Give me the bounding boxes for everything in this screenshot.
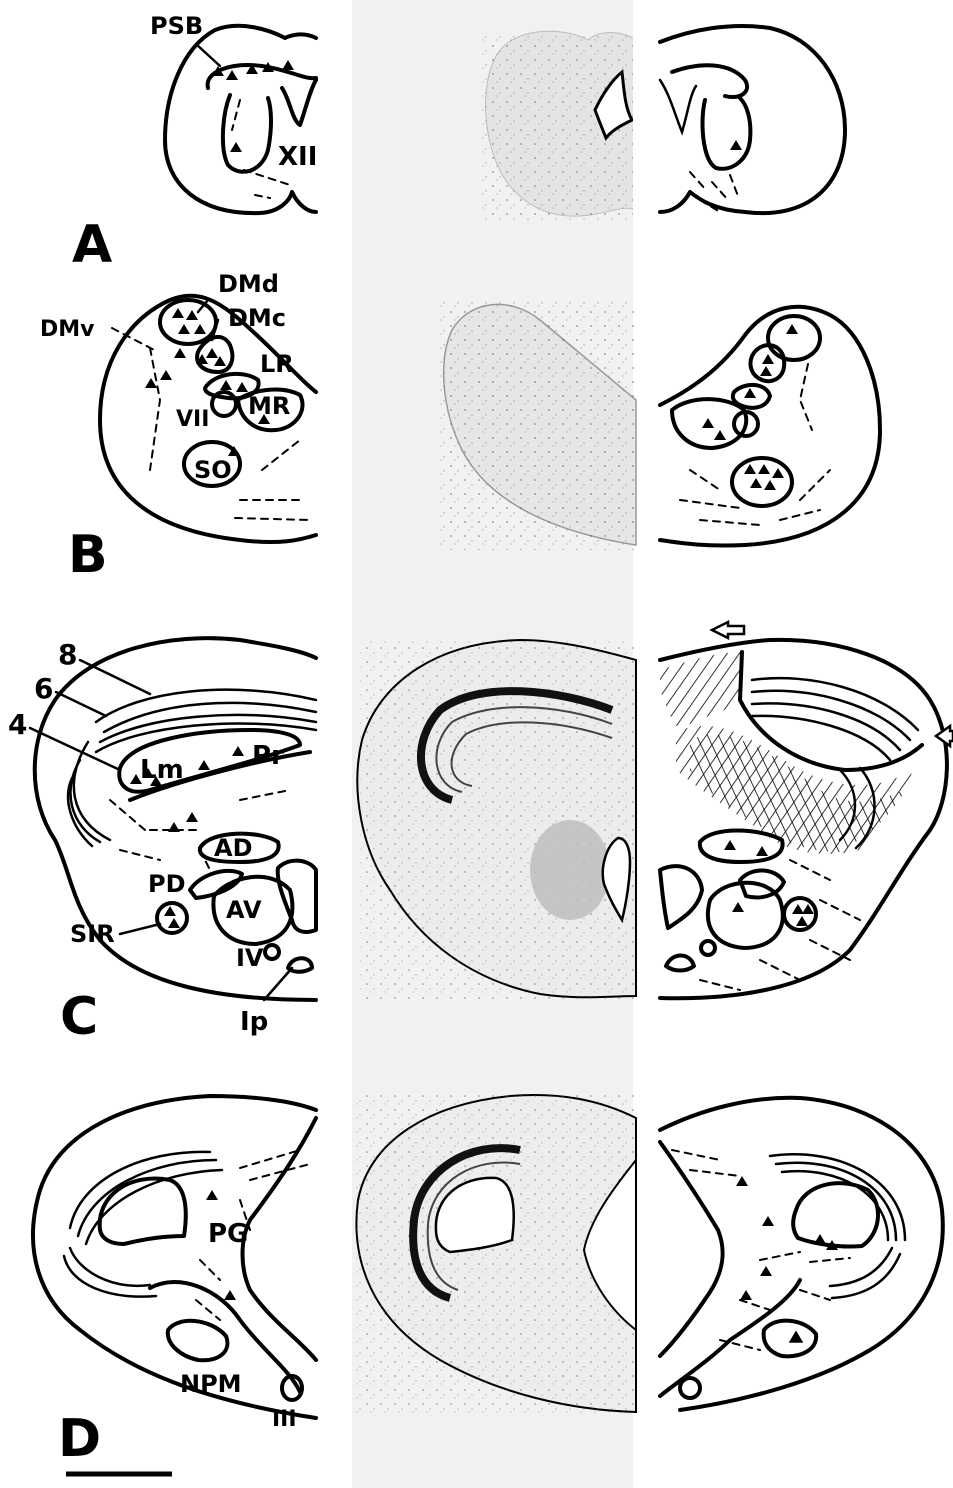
panel-d-right-layers [770,1154,905,1240]
label-dmd: DMd [218,270,279,298]
panel-d-right-iii [680,1378,700,1398]
panel-a-right-notch [660,80,696,132]
panel-c-ventricle-left [278,861,316,932]
panel-d-right-internal [660,1280,800,1396]
panel-c: 8 6 4 Lm Pr AD PD AV SIR IV Ip C [8,622,953,1047]
panel-a-right-triangle [730,140,742,150]
panel-c-6-pointer [56,692,106,716]
label-pg: PG [208,1219,248,1249]
panel-a-left-xii-notch [282,80,316,125]
panel-c-right-layers [752,678,918,760]
label-psb: PSB [150,12,203,40]
panel-d-right-triangles [736,1176,838,1342]
panel-c-photo-dark-region [530,820,610,920]
right-hollow-arrow-top [712,622,744,638]
label-pd: PD [148,870,186,898]
panel-b-dmd-nucleus [160,300,216,344]
label-8: 8 [58,638,77,671]
label-sir: SIR [70,920,115,948]
panel-d-left-central-edge [243,1118,317,1360]
panel-c-right-ip [666,956,694,971]
panel-c-4-pointer [30,728,120,770]
label-6: 6 [34,672,53,705]
label-4: 4 [8,708,27,741]
panel-a-psb-pointer [196,44,220,66]
label-lr: LR [260,350,294,378]
panel-c-sir-nucleus [157,903,187,933]
label-so: SO [194,456,232,484]
panel-c-right-ventricle [660,866,702,928]
panel-c-8-pointer [80,660,150,694]
label-ad: AD [214,834,253,862]
panel-b: DMd DMc DMv LR MR VII SO B [40,270,880,585]
panel-c-iv-circle [265,945,279,959]
panel-c-right-ad [700,831,783,863]
label-av: AV [226,896,262,924]
panel-b-right-dashes [680,364,830,525]
right-hollow-arrow-side [936,726,953,746]
label-dmv: DMv [40,317,95,342]
panel-d-left-cortex-arc [64,1248,156,1297]
label-iii: III [272,1407,297,1432]
panel-c-right-hatch-1 [660,652,740,730]
panel-d-left-layers [70,1152,222,1244]
panel-d-right-npm [764,1321,817,1357]
panel-letter-d: D [58,1409,101,1469]
label-iv: IV [236,944,264,972]
label-npm: NPM [180,1370,242,1398]
label-xii: XII [278,142,317,172]
label-ip: Ip [240,1007,268,1037]
panel-b-right-dmd [768,316,820,360]
panel-letter-b: B [68,525,108,585]
label-pr: Pr [252,741,284,771]
panel-letter-a: A [72,215,112,275]
panel-d-right-central-edge [660,1142,723,1356]
panel-c-left-bands [68,742,110,846]
panel-a-right-ventricle [672,65,750,168]
panel-c-ip-pointer [264,968,292,1000]
label-dmc: DMc [228,304,286,332]
panel-c-sir-pointer [120,924,160,934]
panel-a-right-outline [660,26,845,213]
panel-d-right-cortex-arc [830,1248,900,1298]
panel-d-npm-nucleus [168,1321,228,1360]
panel-c-right-iv [701,941,715,955]
panel-letter-c: C [60,987,98,1047]
label-lm: Lm [140,755,184,785]
panel-b-right-so [732,458,792,506]
label-vii: VII [176,407,209,432]
label-mr: MR [248,392,290,420]
